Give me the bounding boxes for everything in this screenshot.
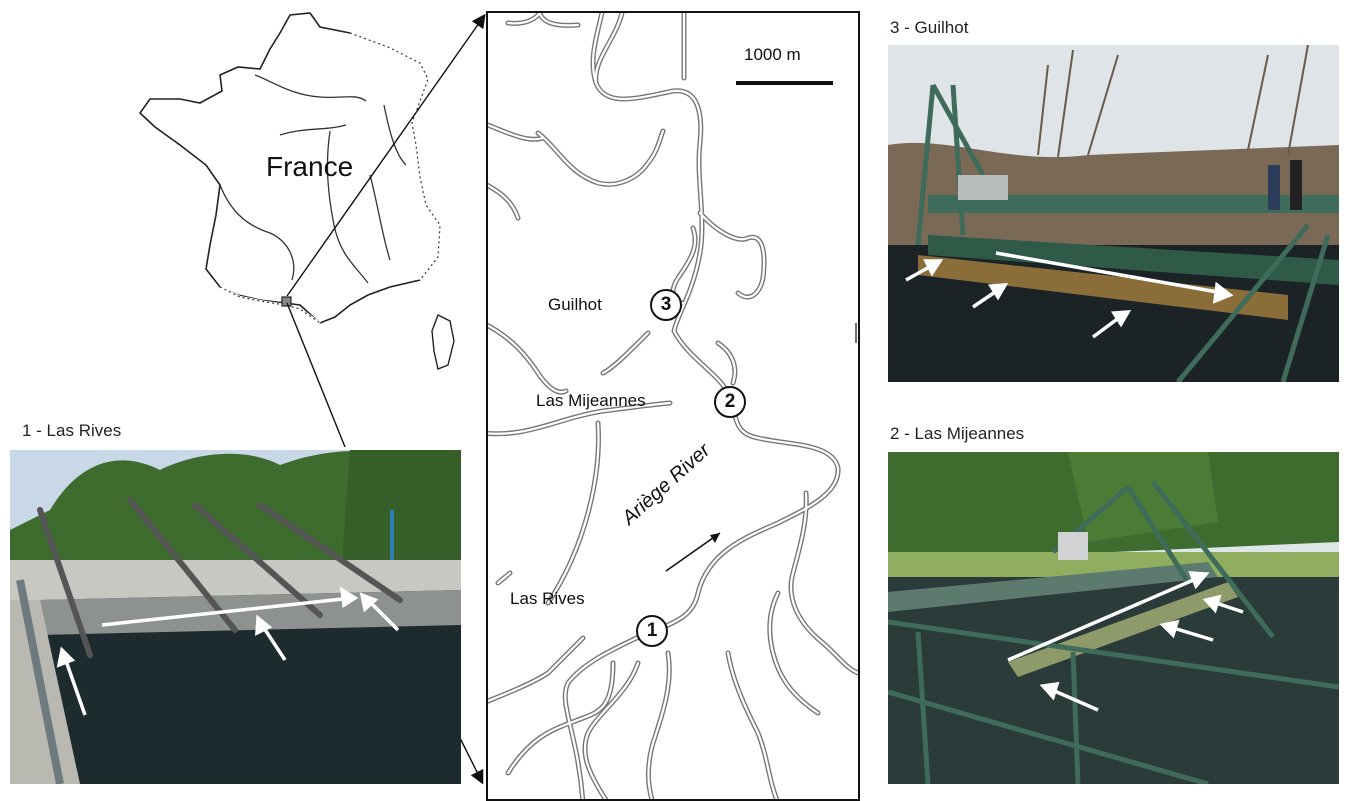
photo-las-mijeannes: [888, 452, 1339, 784]
leader-arrow-bottom: [459, 737, 484, 784]
place-label-guilhot: Guilhot: [548, 295, 602, 314]
leader-arrow-top: [286, 13, 486, 297]
france-outline: [138, 12, 455, 370]
leader-lines: [286, 13, 486, 784]
site-marker-3: 3: [650, 289, 682, 321]
photo-guilhot: [888, 45, 1339, 382]
detail-map: 1000 m Ariège River Guilhot 3 Las Mijean…: [486, 11, 860, 801]
place-label-las-mijeannes: Las Mijeannes: [536, 391, 646, 410]
photo-caption-las-rives: 1 - Las Rives: [22, 421, 122, 440]
site-marker-1: 1: [636, 615, 668, 647]
france-inset-map: France: [120, 5, 480, 385]
scale-label: 1000 m: [744, 45, 801, 64]
photo-caption-las-mijeannes: 2 - Las Mijeannes: [890, 424, 1025, 443]
country-label: France: [266, 151, 354, 182]
photo-las-rives: [10, 450, 461, 784]
river-direction-arrow: [665, 532, 721, 572]
place-label-las-rives: Las Rives: [510, 589, 585, 608]
site-marker-2: 2: [714, 386, 746, 418]
photo-caption-guilhot: 3 - Guilhot: [890, 18, 969, 37]
study-area-box: [281, 296, 292, 307]
leader-line-photo: [286, 302, 346, 448]
